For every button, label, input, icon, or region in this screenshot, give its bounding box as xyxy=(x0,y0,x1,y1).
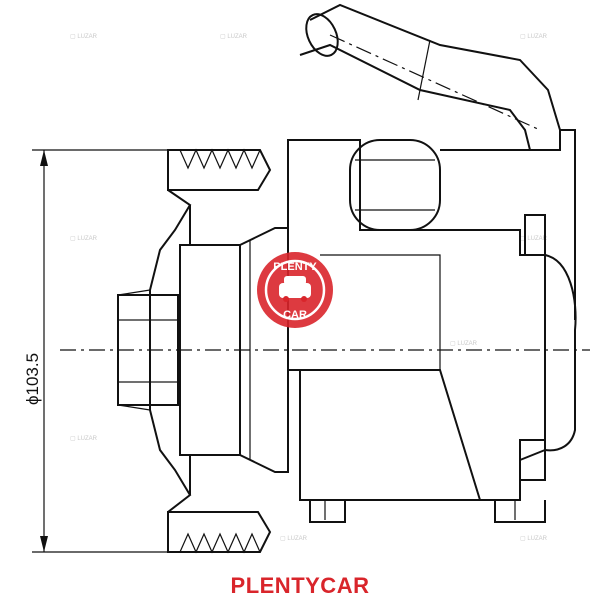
svg-text:▢ LUZAR: ▢ LUZAR xyxy=(70,436,98,442)
svg-text:▢ LUZAR: ▢ LUZAR xyxy=(70,34,98,40)
svg-text:▢ LUZAR: ▢ LUZAR xyxy=(70,236,98,242)
diameter-dimension xyxy=(32,149,168,553)
svg-text:▢ LUZAR: ▢ LUZAR xyxy=(280,536,308,542)
svg-text:▢ LUZAR: ▢ LUZAR xyxy=(450,341,478,347)
logo-top-text: PLENTY xyxy=(273,261,317,273)
svg-text:▢ LUZAR: ▢ LUZAR xyxy=(520,34,548,40)
logo-bottom-text: CAR xyxy=(283,309,307,321)
watermark-row: ▢ LUZAR ▢ LUZAR ▢ LUZAR ▢ LUZAR ▢ LUZAR … xyxy=(70,34,548,542)
svg-text:▢ LUZAR: ▢ LUZAR xyxy=(520,536,548,542)
plentycar-logo: PLENTY CAR xyxy=(257,252,333,328)
svg-text:▢ LUZAR: ▢ LUZAR xyxy=(520,236,548,242)
outlet-pipe xyxy=(299,3,561,151)
pulley xyxy=(117,148,272,554)
diameter-dimension-label: ϕ103.5 xyxy=(23,353,42,405)
brand-caption: PLENTYCAR xyxy=(230,573,370,598)
pump-body xyxy=(287,129,577,523)
svg-text:▢ LUZAR: ▢ LUZAR xyxy=(220,34,248,40)
